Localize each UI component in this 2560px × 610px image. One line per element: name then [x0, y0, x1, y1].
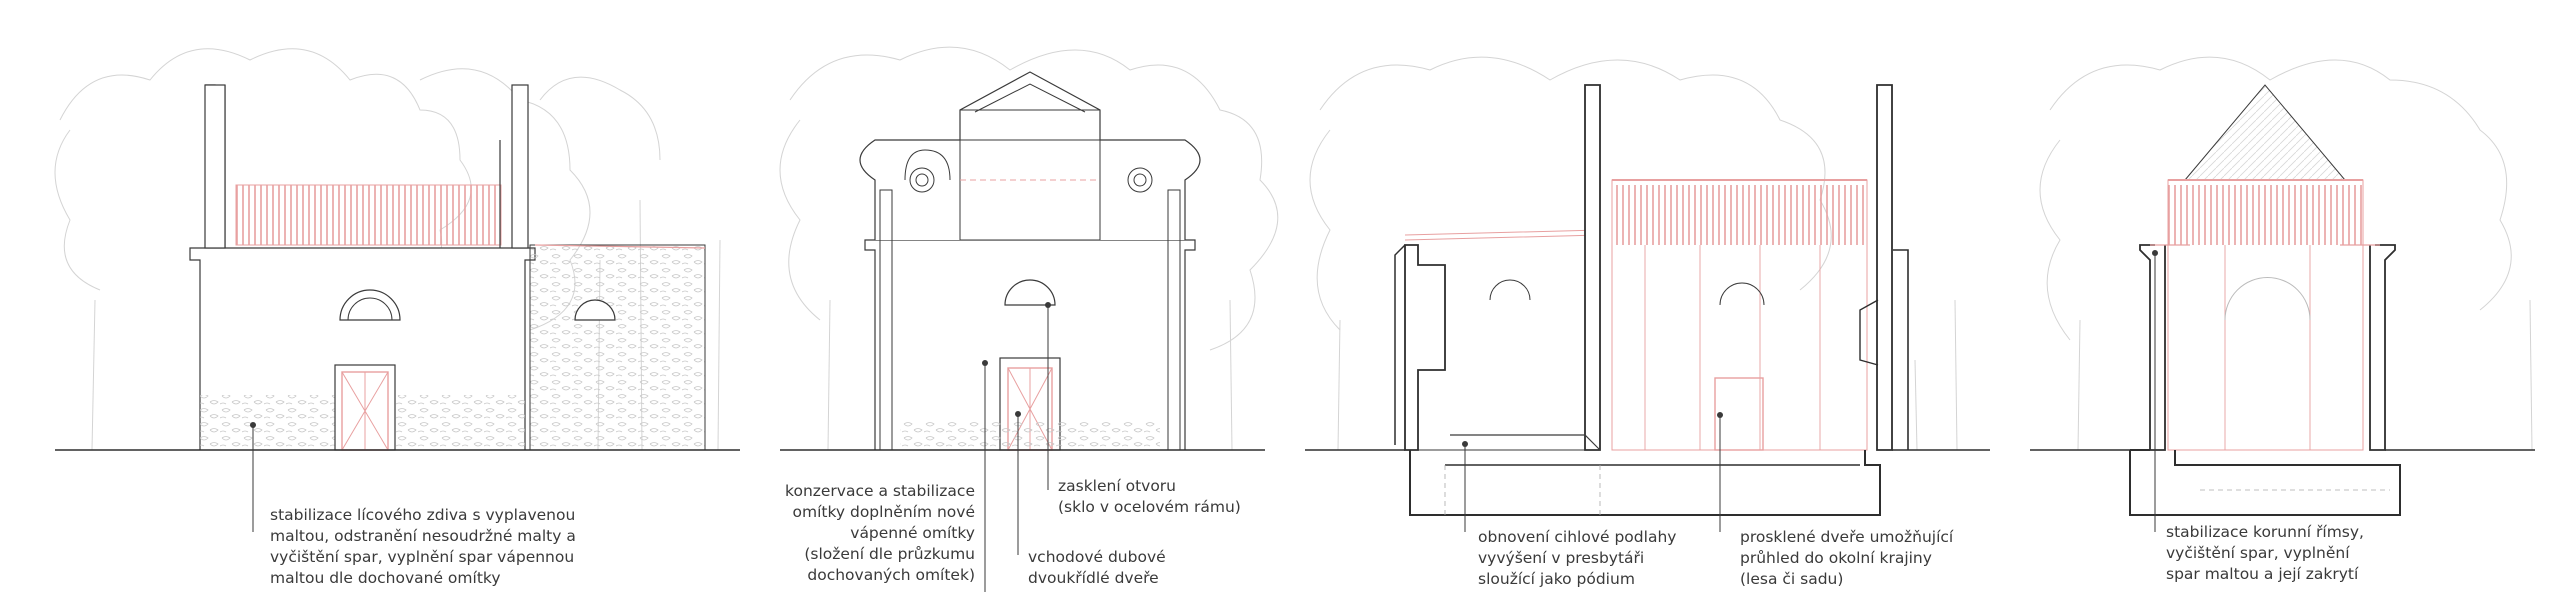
background-trees [779, 46, 1279, 451]
annotation-brick-floor: obnovení cihlové podlahy vyvýšení v pres… [1478, 527, 1676, 590]
annotation-line: prosklené dveře umožňující [1740, 528, 1954, 546]
panel-side-elevation [54, 48, 740, 532]
annotation-window-glazing: zasklení otvoru (sklo v ocelovém rámu) [1058, 476, 1241, 518]
annotation-line: stabilizace korunní římsy, [2166, 523, 2364, 541]
annotation-line: vyvýšení v presbytáři [1478, 549, 1645, 567]
annotation-line: maltou, odstranění nesoudržné malty a [270, 527, 576, 545]
annotation-line: stabilizace lícového zdiva s vyplavenou [270, 506, 576, 524]
annotation-plaster-conservation: konzervace a stabilizace omítky doplnění… [782, 481, 975, 586]
annotation-line: dvoukřídlé dveře [1028, 569, 1159, 587]
panel-longitudinal-section [1305, 56, 1990, 532]
panel-front-elevation [779, 46, 1279, 592]
annotation-masonry-stabilization: stabilizace lícového zdiva s vyplavenou … [270, 505, 576, 589]
annotation-line: průhled do okolní krajiny [1740, 549, 1932, 567]
annotation-oak-doors: vchodové dubové dvoukřídlé dveře [1028, 547, 1166, 589]
annotation-cornice-stabilization: stabilizace korunní římsy, vyčištění spa… [2166, 522, 2364, 585]
annotation-line: (lesa či sadu) [1740, 570, 1844, 588]
annotation-line: dochovaných omítek) [807, 566, 975, 584]
annotation-line: vyčištění spar, vyplnění [2166, 544, 2350, 562]
annotation-line: maltou dle dochované omítky [270, 569, 501, 587]
background-trees [2039, 56, 2533, 451]
annotation-line: konzervace a stabilizace [785, 482, 975, 500]
annotation-line: vápenné omítky [850, 524, 975, 542]
annotation-line: omítky doplněním nové [792, 503, 976, 521]
annotation-glass-doors: prosklené dveře umožňující průhled do ok… [1740, 527, 1953, 590]
annotation-line: (složení dle průzkumu [804, 545, 975, 563]
annotation-line: vyčištění spar, vyplnění spar vápennou [270, 548, 575, 566]
annotation-line: vchodové dubové [1028, 548, 1166, 566]
annotation-line: zasklení otvoru [1058, 477, 1176, 495]
annotation-line: (sklo v ocelovém rámu) [1058, 498, 1241, 516]
panel-cross-section [2030, 56, 2535, 532]
annotation-line: spar maltou a její zakrytí [2166, 565, 2359, 583]
annotation-line: sloužící jako pódium [1478, 570, 1635, 588]
annotation-line: obnovení cihlové podlahy [1478, 528, 1677, 546]
